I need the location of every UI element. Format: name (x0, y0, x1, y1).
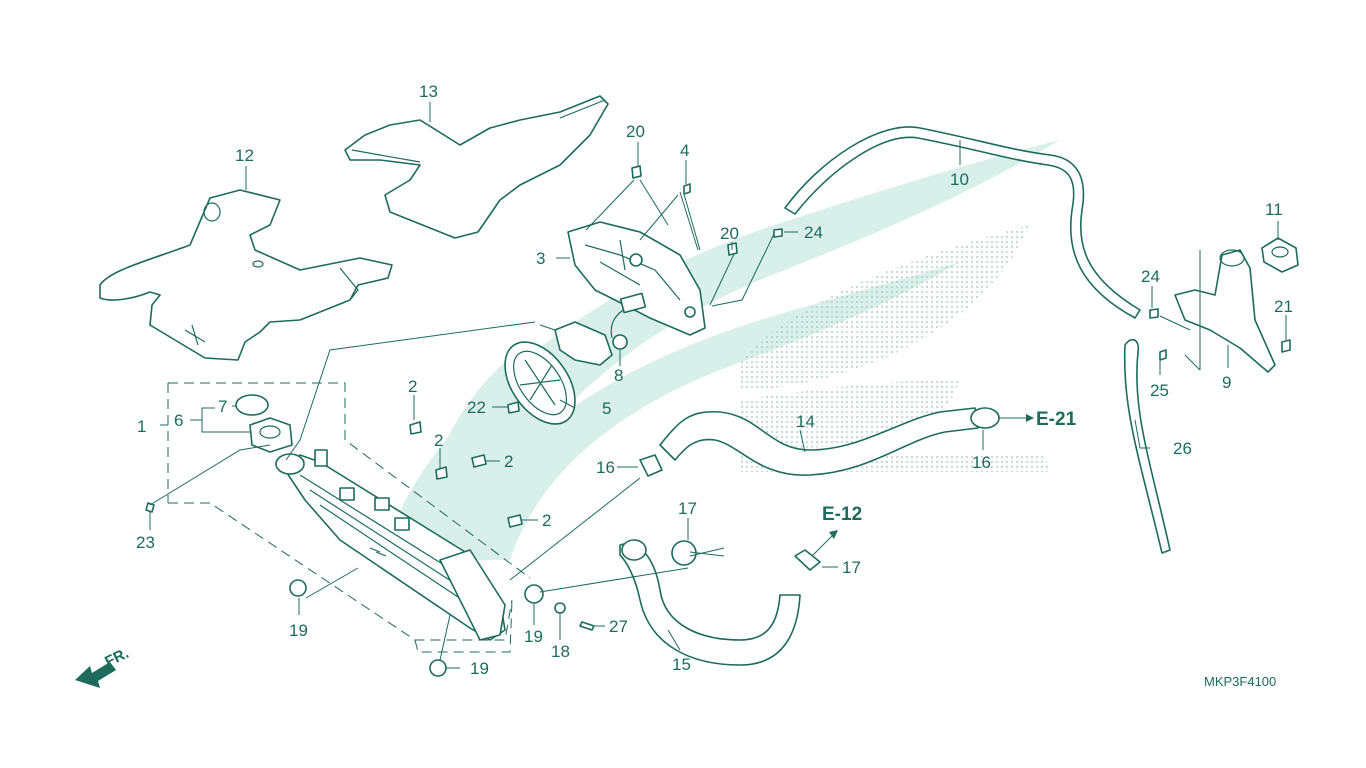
callout-27: 27 (609, 617, 628, 636)
part-12-cover (99, 189, 393, 361)
part-13-shroud (344, 95, 609, 239)
callout-1: 1 (137, 417, 146, 436)
callout-20: 20 (626, 122, 645, 141)
callout-19: 19 (470, 659, 489, 678)
drawing-code: MKP3F4100 (1204, 674, 1276, 689)
callout-5: 5 (602, 399, 611, 418)
front-direction-arrow: FR. (75, 645, 131, 688)
callout-26: 26 (1173, 439, 1192, 458)
callout-18: 18 (551, 642, 570, 661)
callout-12: 12 (235, 146, 254, 165)
callout-6: 6 (174, 411, 183, 430)
reference-e21: E-21 (1036, 409, 1077, 430)
callout-2: 2 (504, 452, 513, 471)
reference-arrows (811, 414, 1034, 557)
callout-25: 25 (1150, 381, 1169, 400)
callout-10: 10 (950, 170, 969, 189)
callout-labels: 1 2 2 2 2 3 4 5 6 7 8 9 10 11 12 13 14 1… (136, 82, 1293, 678)
callout-17: 17 (842, 558, 861, 577)
callout-15: 15 (672, 655, 691, 674)
part-5-fan (504, 341, 576, 425)
callout-14: 14 (796, 412, 815, 431)
part-8-fan-motor (554, 292, 647, 366)
part-15-hose (619, 539, 801, 666)
dashed-group-lines (167, 382, 531, 653)
callout-7: 7 (218, 397, 227, 416)
callout-24: 24 (1141, 267, 1160, 286)
callout-13: 13 (419, 82, 438, 101)
callout-24: 24 (804, 223, 823, 242)
callout-2: 2 (434, 431, 443, 450)
callout-3: 3 (536, 249, 545, 268)
callout-17: 17 (678, 499, 697, 518)
part-26-hose (1123, 338, 1171, 554)
callout-21: 21 (1274, 297, 1293, 316)
callout-2: 2 (542, 511, 551, 530)
callout-22: 22 (467, 398, 486, 417)
part-9-reservoir (1174, 249, 1276, 373)
callout-4: 4 (680, 141, 689, 160)
callout-9: 9 (1222, 373, 1231, 392)
leader-lines (149, 102, 1287, 669)
part-10-hose (784, 126, 1141, 319)
reference-e12: E-12 (822, 504, 862, 525)
callout-19: 19 (524, 627, 543, 646)
part-1-radiator (275, 449, 506, 641)
callout-16: 16 (972, 453, 991, 472)
part-6-7-cap (235, 394, 293, 453)
part-14-hose (659, 407, 979, 476)
callout-23: 23 (136, 533, 155, 552)
callout-19: 19 (289, 621, 308, 640)
callout-16: 16 (596, 458, 615, 477)
callout-11: 11 (1265, 200, 1283, 219)
small-hardware (145, 165, 1291, 677)
callout-20: 20 (720, 224, 739, 243)
callout-2: 2 (408, 377, 417, 396)
part-11-cap (1261, 237, 1299, 273)
callout-8: 8 (614, 366, 623, 385)
part-3-fan-shroud (567, 221, 706, 336)
